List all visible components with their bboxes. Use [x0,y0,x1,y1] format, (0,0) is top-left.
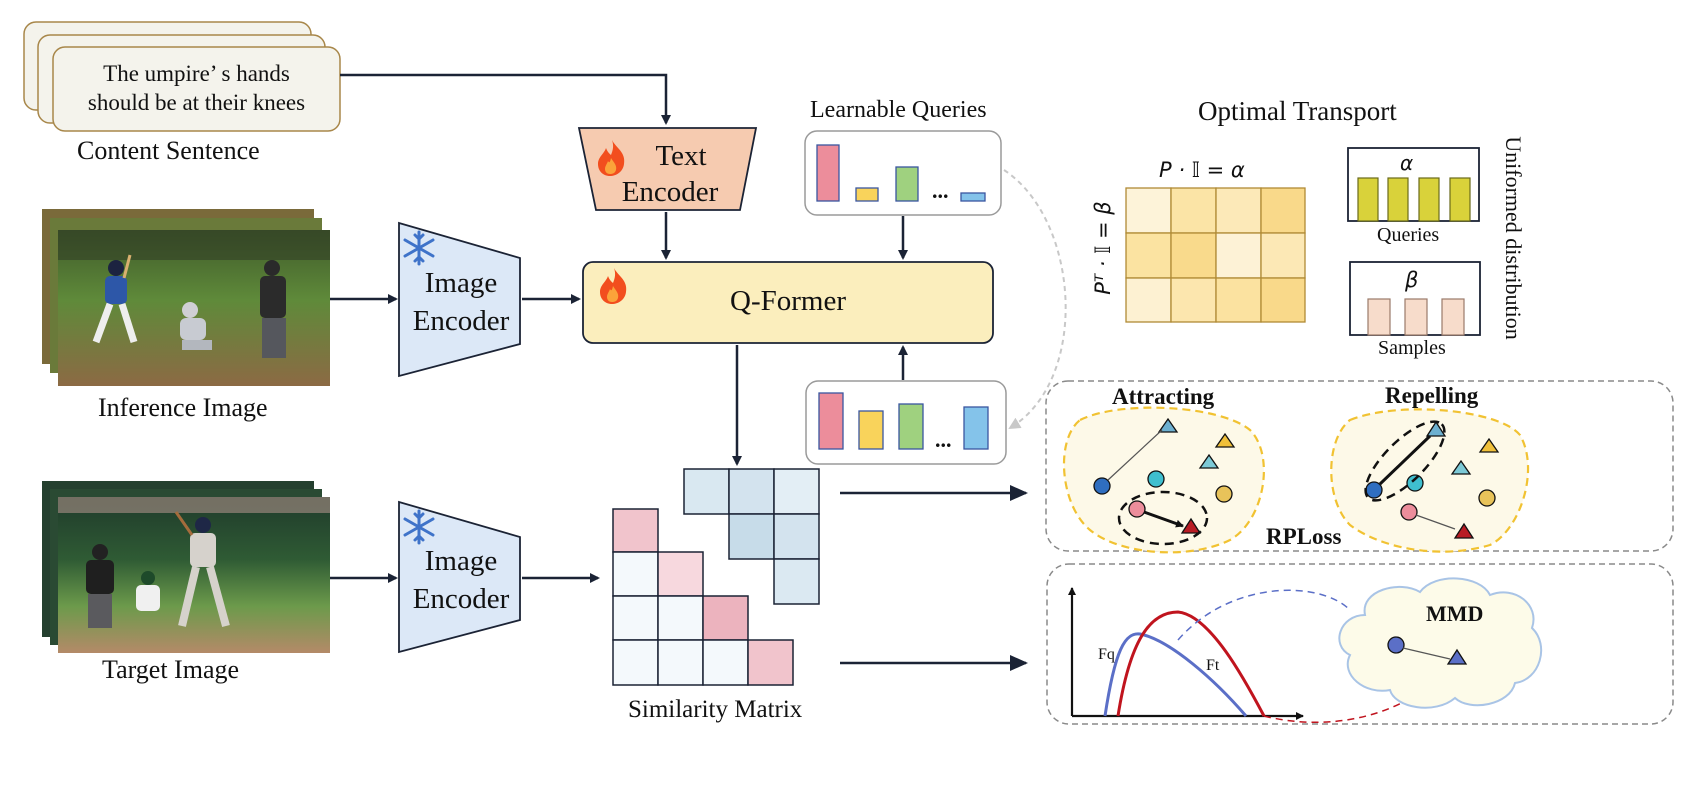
attracting-points [1093,417,1236,546]
target-image-label: Target Image [102,655,240,684]
beta-distribution-box [1349,261,1481,336]
target-catcher-figure [136,571,160,611]
text-encoder-label-line-1: Text [655,140,707,172]
beta-symbol: β [1405,268,1419,292]
row-constraint-formula: P · 𝕀 = α [1159,158,1245,182]
content-sentence-stack [23,21,341,132]
samples-distribution-label: Samples [1378,337,1446,359]
snowflake-icon [403,230,435,266]
similarity-matrix [612,468,820,686]
image-encoder-bottom-line-1: Image [424,545,498,577]
rploss-panel [1045,380,1674,552]
content-sentence-line-2: should be at their knees [87,90,306,115]
qformer-block [582,261,994,344]
ft-curve-label: Ft [1206,657,1220,674]
image-encoder-top-line-2: Encoder [412,305,510,337]
text-encoder-block [577,127,758,211]
content-sentence-label: Content Sentence [77,136,260,165]
output-queries-ellipsis: ... [935,427,952,452]
image-encoder-top-line-1: Image [424,267,498,299]
uniformed-distribution-label: Uniformed distribution [1501,136,1526,340]
content-sentence-line-1: The umpire’ s hands [103,61,290,86]
image-encoder-top-label: Image Encoder [402,264,520,340]
column-constraint-formula: Pᵀ · 𝕀 = β [1091,201,1115,295]
distribution-plot [1068,587,1421,724]
learnable-queries-ellipsis: ... [932,178,949,203]
image-encoder-bottom-block [398,500,521,654]
target-image-stack [42,481,330,653]
optimal-transport-title: Optimal Transport [1198,96,1397,126]
image-encoder-top-block [398,221,521,378]
repelling-region [1330,408,1530,553]
inference-image-label: Inference Image [98,393,268,422]
fire-icon [598,140,625,176]
mmd-panel [1046,563,1674,725]
similarity-matrix-label: Similarity Matrix [628,696,803,723]
output-queries-box [805,380,1007,465]
fire-icon [600,268,627,304]
fq-curve-label: Fq [1098,646,1115,663]
batter-figure [92,254,138,344]
repelling-label: Repelling [1385,383,1479,408]
learnable-queries-label: Learnable Queries [810,97,987,123]
queries-distribution-label: Queries [1377,224,1440,246]
attracting-label: Attracting [1112,384,1215,409]
inference-image-stack [42,209,330,386]
target-umpire-figure [86,544,114,628]
query-transport-curve [1003,169,1067,430]
catcher-figure [180,302,212,350]
umpire-figure [260,260,286,358]
image-encoder-bottom-line-2: Encoder [412,583,510,615]
snowflake-icon [403,509,435,545]
target-batter-figure [174,511,230,628]
text-encoder-label: Text Encoder [610,138,730,210]
text-encoder-label-line-2: Encoder [621,176,719,208]
image-encoder-bottom-label: Image Encoder [402,542,520,618]
transport-plan-matrix [1125,187,1306,323]
mmd-points [1387,636,1468,665]
flow-arrows [330,73,1028,671]
alpha-distribution-box [1347,147,1480,222]
learnable-queries-box [804,130,1002,216]
qformer-label: Q-Former [730,285,846,317]
alpha-symbol: α [1400,151,1414,175]
content-sentence-text: The umpire’ s hands should be at their k… [53,59,340,117]
rploss-label: RPLoss [1266,524,1342,549]
mmd-cloud [1338,577,1542,709]
mmd-label: MMD [1426,601,1484,626]
